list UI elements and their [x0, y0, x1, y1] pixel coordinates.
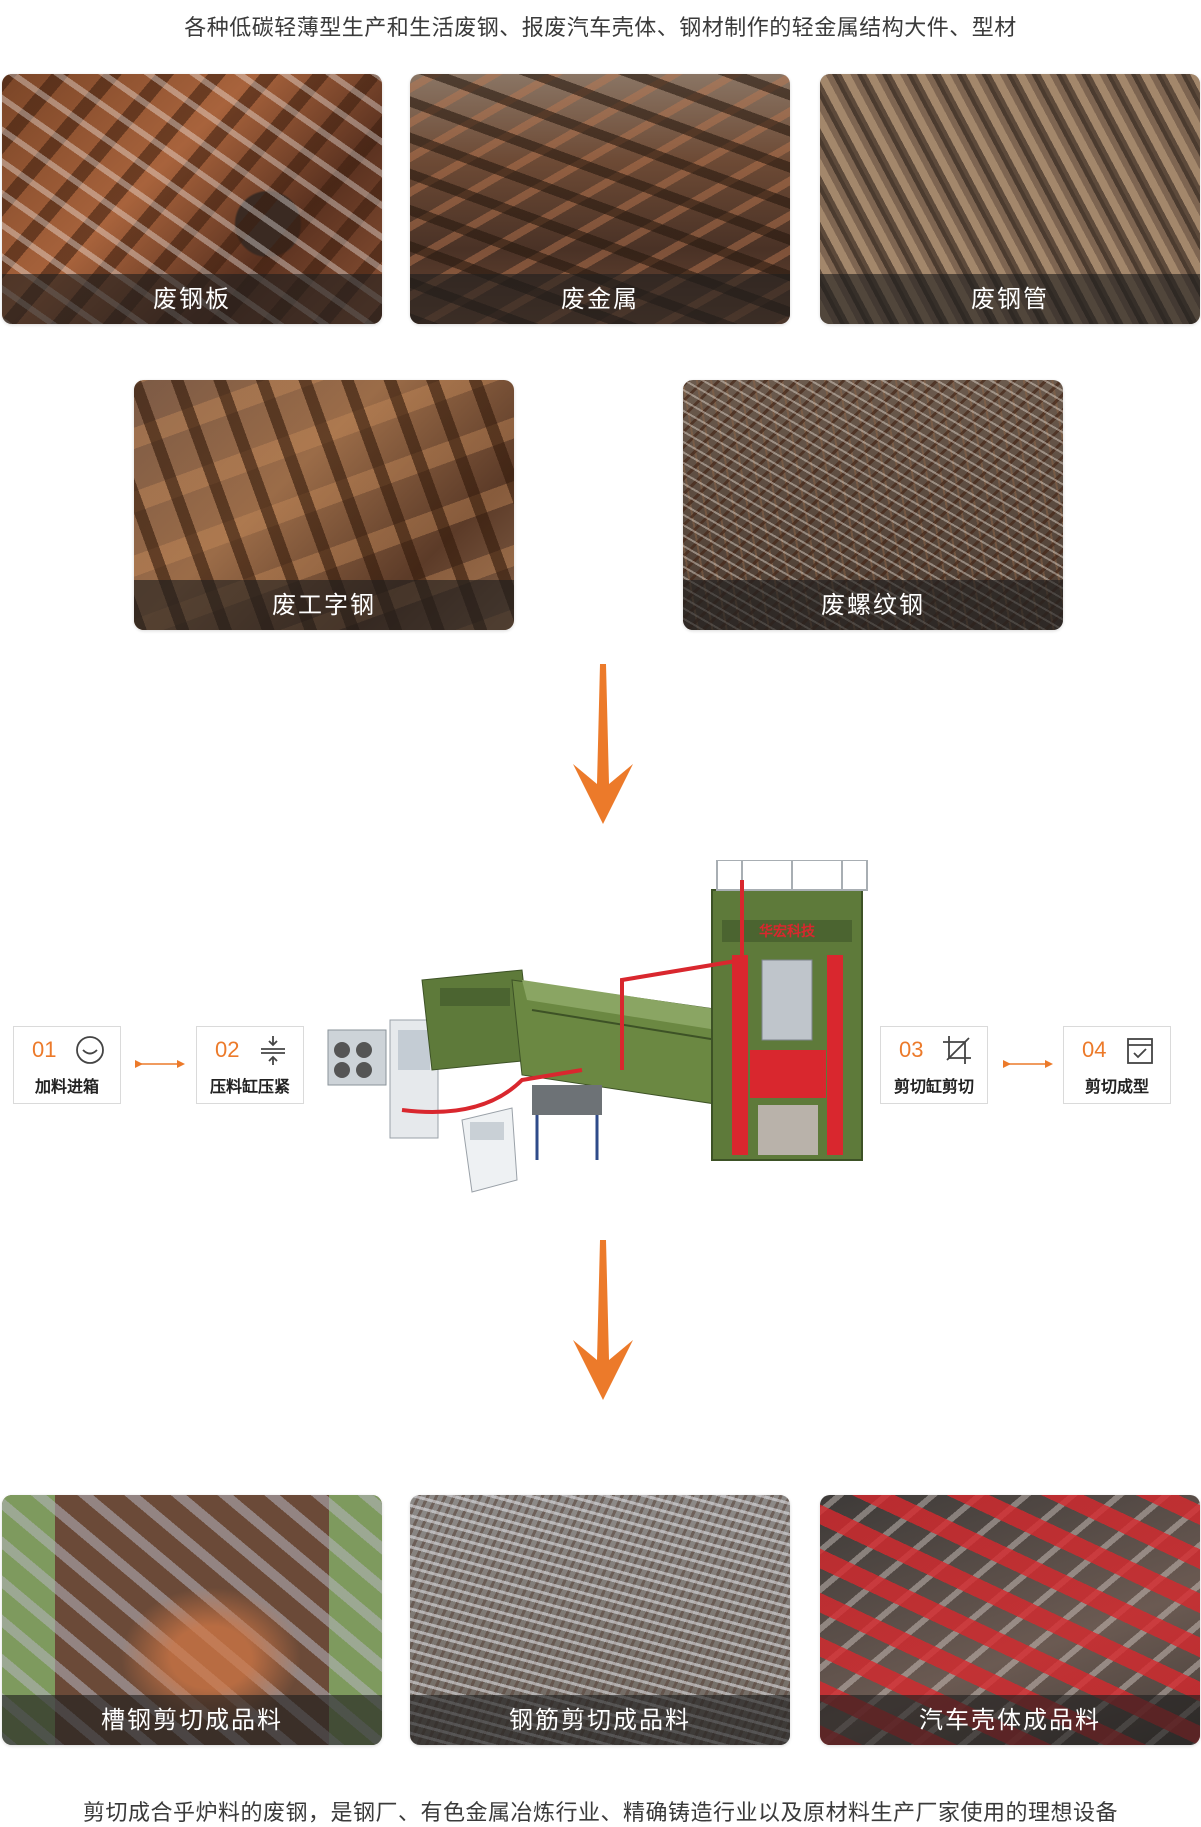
product-card-auto-body: 汽车壳体成品料	[820, 1495, 1200, 1745]
intro-text: 各种低碳轻薄型生产和生活废钢、报废汽车壳体、钢材制作的轻金属结构大件、型材	[184, 16, 1017, 41]
card-caption: 废钢板	[2, 274, 382, 324]
material-card-rebar: 废螺纹钢	[683, 380, 1063, 630]
compress-icon	[261, 1036, 285, 1065]
step-number: 03	[899, 1037, 924, 1062]
down-arrow-icon	[573, 664, 633, 824]
step-label: 剪切缸剪切	[893, 1077, 974, 1096]
process-step-4: 04 剪切成型	[1063, 1026, 1171, 1104]
product-card-rebar: 钢筋剪切成品料	[410, 1495, 790, 1745]
card-caption: 废金属	[410, 274, 790, 324]
card-caption: 废螺纹钢	[683, 580, 1063, 630]
product-card-channel-steel: 槽钢剪切成品料	[2, 1495, 382, 1745]
material-card-steel-pipe: 废钢管	[820, 74, 1200, 324]
right-arrow-icon	[135, 1060, 185, 1068]
step-label: 剪切成型	[1084, 1077, 1149, 1096]
step-number: 04	[1082, 1037, 1107, 1062]
right-arrow-icon	[1003, 1060, 1053, 1068]
material-card-scrap-metal: 废金属	[410, 74, 790, 324]
down-arrow-icon	[573, 1240, 633, 1400]
card-caption: 钢筋剪切成品料	[410, 1695, 790, 1745]
material-card-i-beam: 废工字钢	[134, 380, 514, 630]
step-label: 压料缸压紧	[209, 1077, 290, 1096]
calendar-check-icon	[1127, 1038, 1153, 1064]
process-step-1: 01 加料进箱	[13, 1026, 121, 1104]
card-caption: 废钢管	[820, 274, 1200, 324]
feed-hopper-icon	[76, 1036, 104, 1064]
step-label: 加料进箱	[34, 1077, 99, 1096]
process-step-3: 03 剪切缸剪切	[880, 1026, 988, 1104]
step-number: 01	[32, 1037, 57, 1062]
crop-cut-icon	[943, 1036, 971, 1064]
card-caption: 废工字钢	[134, 580, 514, 630]
process-step-2: 02 压料缸压紧	[196, 1026, 304, 1104]
card-caption: 汽车壳体成品料	[820, 1695, 1200, 1745]
footer-text: 剪切成合乎炉料的废钢，是钢厂、有色金属冶炼行业、精确铸造行业以及原材料生产厂家使…	[82, 1801, 1118, 1826]
card-caption: 槽钢剪切成品料	[2, 1695, 382, 1745]
step-number: 02	[215, 1037, 240, 1062]
machine-brand-text: 华宏科技	[759, 923, 816, 940]
shear-machine-image: 华宏科技	[327, 860, 868, 1193]
material-card-steel-plate: 废钢板	[2, 74, 382, 324]
